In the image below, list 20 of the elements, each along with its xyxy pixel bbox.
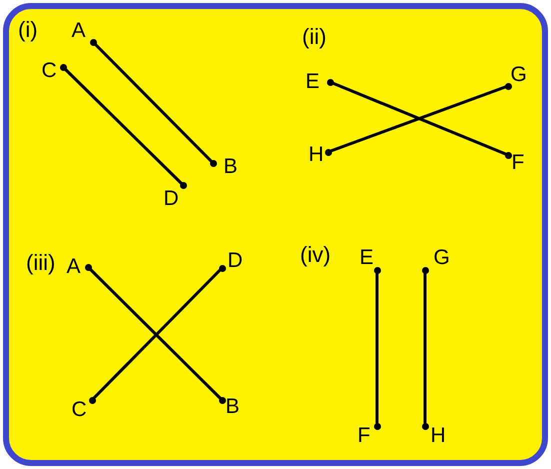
point-label: F: [512, 152, 524, 174]
panel-label: (i): [18, 18, 38, 42]
point-label: B: [226, 396, 240, 418]
point-label: A: [72, 20, 86, 42]
panel-label: (ii): [302, 25, 326, 49]
point-label: H: [430, 425, 446, 447]
point-label: G: [434, 247, 450, 269]
panel-label: (iii): [26, 251, 56, 275]
point-label: C: [42, 60, 57, 82]
point-label: C: [72, 399, 87, 421]
point-label: D: [164, 188, 179, 210]
point-label: B: [224, 156, 238, 178]
point-label: A: [66, 256, 81, 278]
point-label: H: [308, 144, 324, 166]
point-label: F: [358, 425, 370, 447]
point-label: E: [306, 71, 320, 93]
point-label: G: [510, 64, 527, 86]
panel-label: (iv): [300, 243, 331, 267]
point-label: E: [360, 247, 374, 269]
point-label: D: [228, 250, 243, 272]
